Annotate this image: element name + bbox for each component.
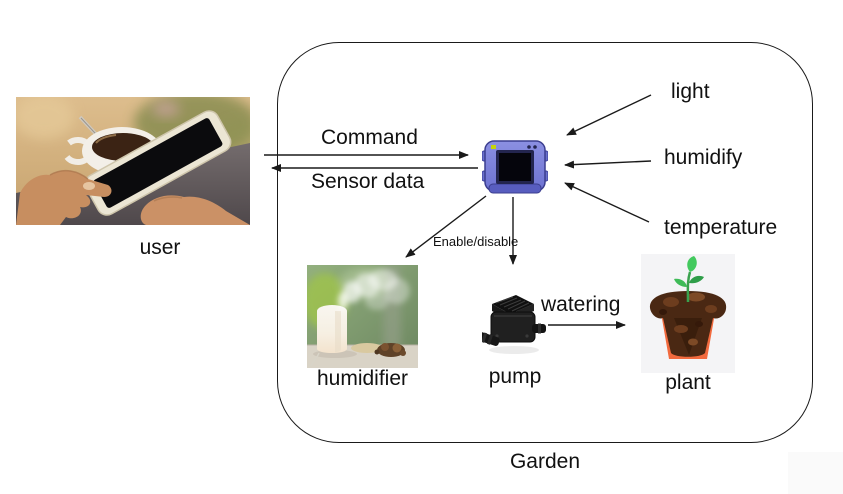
pump-label: pump (488, 365, 542, 388)
temperature-label: temperature (664, 216, 778, 239)
plant-label: plant (665, 371, 711, 394)
watering-label: watering (541, 293, 621, 316)
potted-plant-icon (641, 254, 735, 373)
user-photo (16, 97, 250, 225)
microcontroller-device-icon (482, 140, 548, 194)
garden-label: Garden (509, 450, 581, 473)
humidify-label: humidify (664, 146, 743, 169)
humidifier-photo (307, 265, 418, 368)
humidifier-label: humidifier (316, 367, 409, 390)
sensor-data-label: Sensor data (311, 170, 425, 193)
command-label: Command (321, 126, 418, 149)
phone-icon (84, 110, 232, 216)
enable-disable-label: Enable/disable (433, 234, 519, 249)
user-label: user (139, 236, 181, 259)
light-label: light (671, 80, 710, 103)
garden-boundary-box (277, 42, 813, 443)
water-pump-photo (482, 290, 548, 360)
watermark-remnant (788, 452, 843, 494)
